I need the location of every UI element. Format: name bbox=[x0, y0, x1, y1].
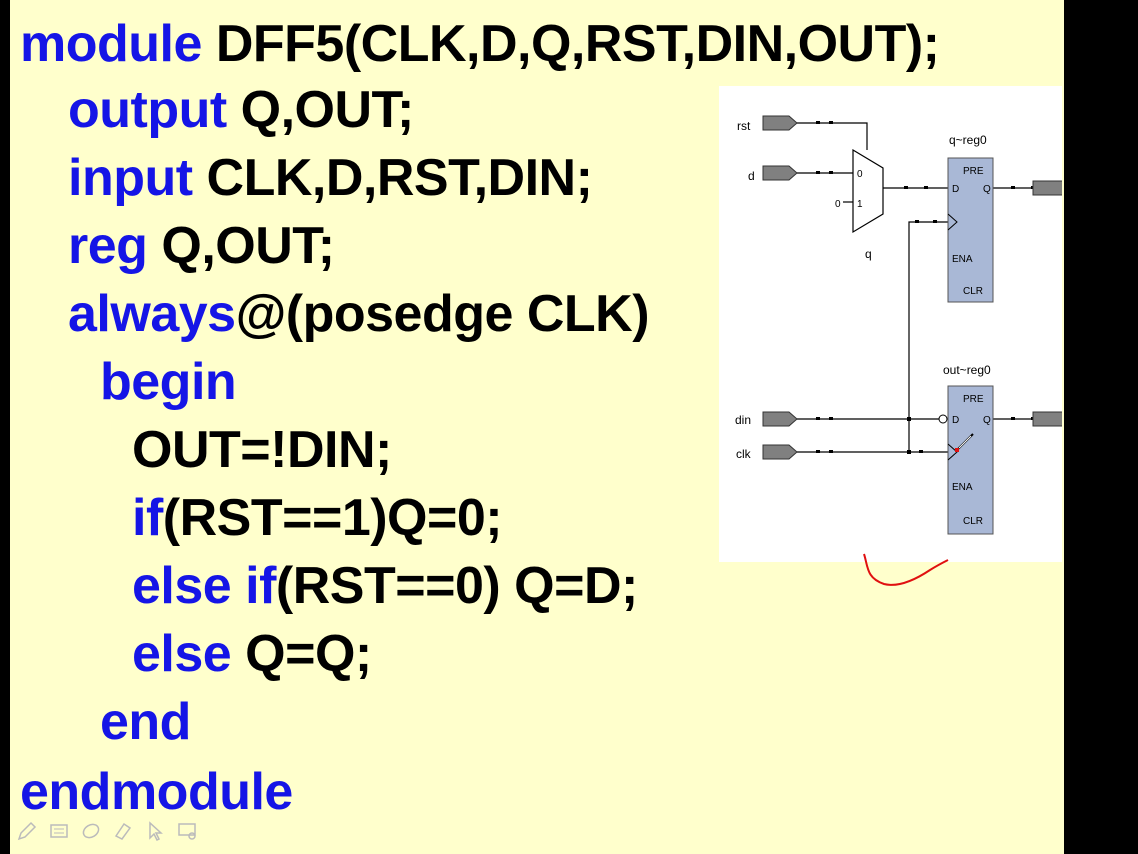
keyboard-icon[interactable] bbox=[48, 820, 70, 842]
code-line-reg: reg Q,OUT; bbox=[68, 216, 335, 276]
keyword-endmodule: endmodule bbox=[20, 763, 293, 821]
reg-q-name: q~reg0 bbox=[949, 133, 987, 147]
rtl-schematic: rst d din clk bbox=[719, 86, 1062, 562]
port-d: d bbox=[748, 165, 798, 183]
slide: module DFF5(CLK,D,Q,RST,DIN,OUT); output… bbox=[0, 0, 1064, 854]
reg-q-d: D bbox=[952, 184, 959, 195]
slide-left-edge bbox=[0, 0, 10, 854]
port-clk-label: clk bbox=[736, 447, 752, 461]
if-statement: (RST==1)Q=0; bbox=[162, 489, 503, 547]
keyword-begin: begin bbox=[100, 353, 237, 411]
mux-input-1: 1 bbox=[857, 199, 863, 210]
reg-q-pre: PRE bbox=[963, 166, 984, 177]
keyword-always: always bbox=[68, 285, 236, 343]
wire-dots bbox=[816, 121, 1035, 454]
annotation-toolbar bbox=[16, 818, 198, 844]
code-line-out-assign: OUT=!DIN; bbox=[132, 420, 392, 480]
port-rst: rst bbox=[737, 115, 798, 133]
code-line-input: input CLK,D,RST,DIN; bbox=[68, 148, 593, 208]
code-line-begin: begin bbox=[100, 352, 237, 412]
schematic-svg: rst d din clk bbox=[735, 115, 1062, 535]
port-din-label: din bbox=[735, 413, 751, 427]
register-q: q~reg0 PRE D Q ENA CLR bbox=[947, 133, 994, 303]
code-line-if: if(RST==1)Q=0; bbox=[132, 488, 503, 548]
reg-out-clr: CLR bbox=[963, 516, 983, 527]
mux-const: 0 bbox=[835, 199, 841, 210]
keyword-end: end bbox=[100, 693, 191, 751]
register-out: out~reg0 PRE D Q ENA CLR bbox=[938, 363, 994, 535]
keyword-input: input bbox=[68, 149, 193, 207]
pen-cursor-icon bbox=[955, 433, 974, 452]
pen-icon[interactable] bbox=[16, 820, 38, 842]
output-list: Q,OUT; bbox=[226, 81, 415, 139]
reg-q-clr: CLR bbox=[963, 286, 983, 297]
code-line-else: else Q=Q; bbox=[132, 624, 372, 684]
reg-out-q: Q bbox=[983, 415, 991, 426]
red-annotation-stroke bbox=[860, 548, 954, 597]
port-d-label: d bbox=[748, 169, 755, 183]
reg-out-pre: PRE bbox=[963, 394, 984, 405]
port-rst-label: rst bbox=[737, 119, 751, 133]
keyword-module: module bbox=[20, 15, 202, 73]
keyword-reg: reg bbox=[68, 217, 148, 275]
out-assign: OUT=!DIN; bbox=[132, 421, 392, 479]
reg-q-ena: ENA bbox=[952, 254, 973, 265]
reg-q-q: Q bbox=[983, 184, 991, 195]
module-signature: DFF5(CLK,D,Q,RST,DIN,OUT); bbox=[201, 15, 940, 73]
code-line-end: end bbox=[100, 692, 191, 752]
keyword-else-if: else if bbox=[132, 557, 276, 615]
code-line-output: output Q,OUT; bbox=[68, 80, 414, 140]
else-if-statement: (RST==0) Q=D; bbox=[275, 557, 638, 615]
code-line-module: module DFF5(CLK,D,Q,RST,DIN,OUT); bbox=[20, 14, 940, 74]
reg-out-d: D bbox=[952, 415, 959, 426]
mux-name: q bbox=[865, 247, 872, 261]
highlighter-icon[interactable] bbox=[112, 820, 134, 842]
reg-out-ena: ENA bbox=[952, 482, 973, 493]
reg-list: Q,OUT; bbox=[147, 217, 335, 275]
port-q: q bbox=[1032, 180, 1062, 196]
eraser-icon[interactable] bbox=[80, 820, 102, 842]
screen-icon[interactable] bbox=[176, 820, 198, 842]
reg-out-name: out~reg0 bbox=[943, 363, 991, 377]
code-line-endmodule: endmodule bbox=[20, 762, 293, 822]
port-clk: clk bbox=[736, 444, 798, 461]
mux: 0 1 0 q bbox=[835, 148, 884, 261]
else-statement: Q=Q; bbox=[231, 625, 372, 683]
input-list: CLK,D,RST,DIN; bbox=[192, 149, 593, 207]
code-line-always: always@(posedge CLK) bbox=[68, 284, 650, 344]
keyword-output: output bbox=[68, 81, 227, 139]
keyword-if: if bbox=[132, 489, 163, 547]
code-line-else-if: else if(RST==0) Q=D; bbox=[132, 556, 638, 616]
wires bbox=[797, 122, 1059, 453]
port-out: out bbox=[1032, 411, 1062, 427]
sensitivity-list: @(posedge CLK) bbox=[235, 285, 650, 343]
pointer-icon[interactable] bbox=[144, 820, 166, 842]
port-din: din bbox=[735, 411, 798, 427]
mux-input-0: 0 bbox=[857, 169, 863, 180]
keyword-else: else bbox=[132, 625, 232, 683]
